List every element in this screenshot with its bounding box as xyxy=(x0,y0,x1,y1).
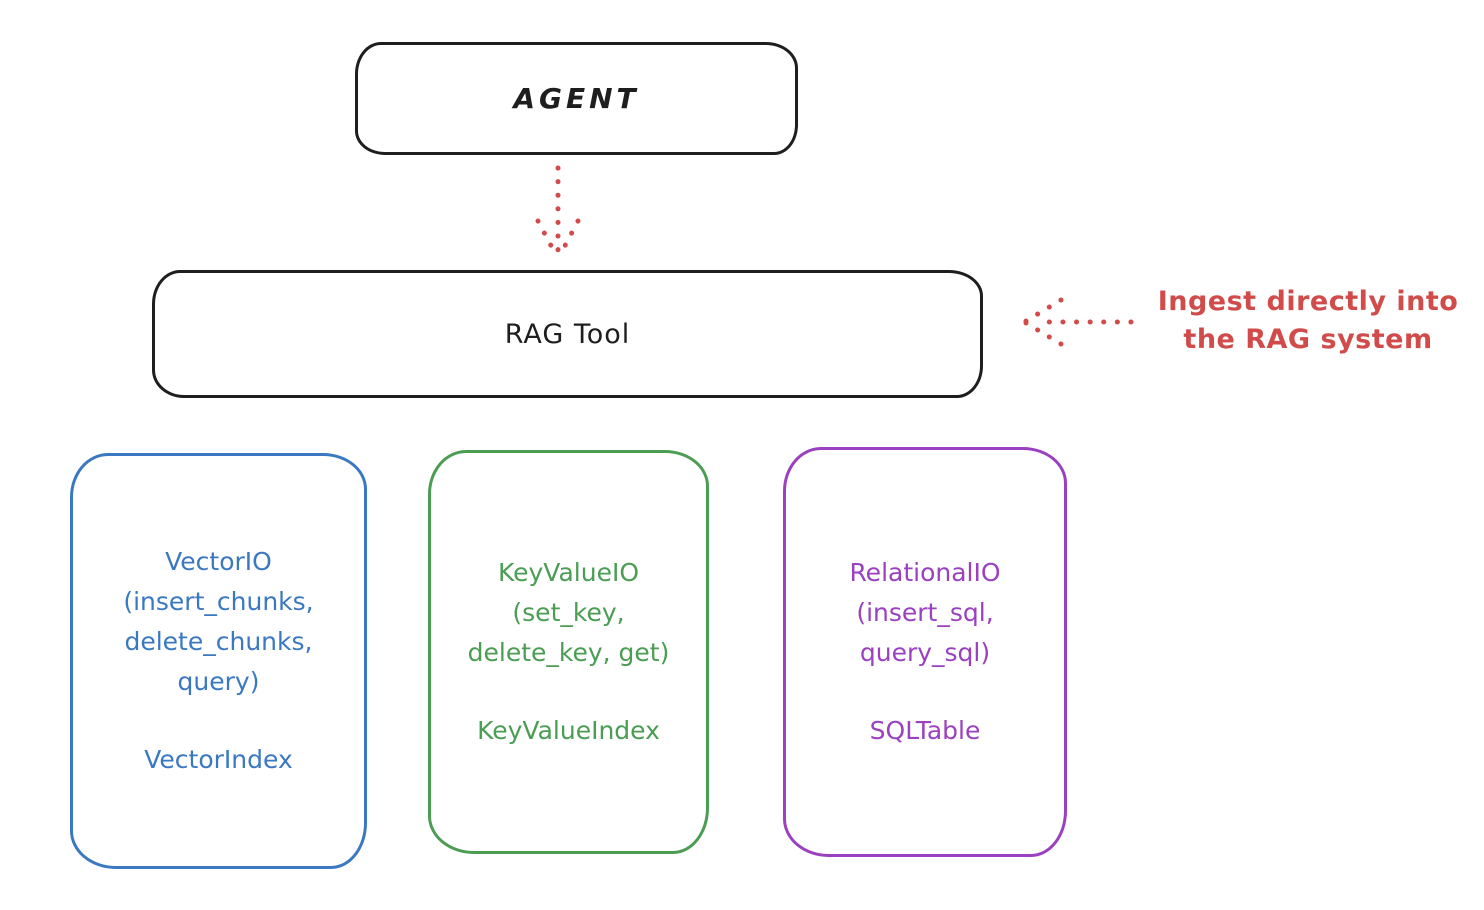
relational-io-box: RelationalIO (insert_sql, query_sql) SQL… xyxy=(783,447,1067,857)
agent-label: AGENT xyxy=(513,82,640,115)
keyvalue-io-line: delete_key, get) xyxy=(467,638,670,667)
agent-box: AGENT xyxy=(355,42,798,155)
relational-io-line: (insert_sql, xyxy=(856,598,994,627)
vector-index-label: VectorIndex xyxy=(144,745,293,774)
relational-io-line: query_sql) xyxy=(859,638,991,667)
keyvalue-io-line: (set_key, xyxy=(512,598,625,627)
vector-io-line: query) xyxy=(177,667,260,696)
rag-tool-box: RAG Tool xyxy=(152,270,983,398)
relational-io-line: RelationalIO xyxy=(849,558,1001,587)
vector-io-line: (insert_chunks, xyxy=(123,587,314,616)
ingest-annotation: Ingest directly into the RAG system xyxy=(1140,283,1476,359)
sql-table-label: SQLTable xyxy=(869,716,981,745)
keyvalue-io-lines: KeyValueIO (set_key, delete_key, get) xyxy=(468,553,670,673)
relational-io-lines: RelationalIO (insert_sql, query_sql) xyxy=(849,553,1000,673)
vector-io-line: VectorIO xyxy=(165,547,272,576)
keyvalue-index-label: KeyValueIndex xyxy=(477,716,660,745)
keyvalue-io-line: KeyValueIO xyxy=(497,558,639,587)
annotation-to-rag-arrow xyxy=(1023,297,1134,347)
rag-tool-label: RAG Tool xyxy=(504,318,631,350)
agent-to-rag-arrow xyxy=(535,165,581,260)
ingest-annotation-line: the RAG system xyxy=(1183,324,1433,355)
ingest-annotation-line: Ingest directly into xyxy=(1157,286,1459,317)
keyvalue-io-box: KeyValueIO (set_key, delete_key, get) Ke… xyxy=(428,450,709,854)
vector-io-box: VectorIO (insert_chunks, delete_chunks, … xyxy=(70,453,367,869)
vector-io-lines: VectorIO (insert_chunks, delete_chunks, … xyxy=(123,542,313,702)
vector-io-line: delete_chunks, xyxy=(124,627,313,656)
